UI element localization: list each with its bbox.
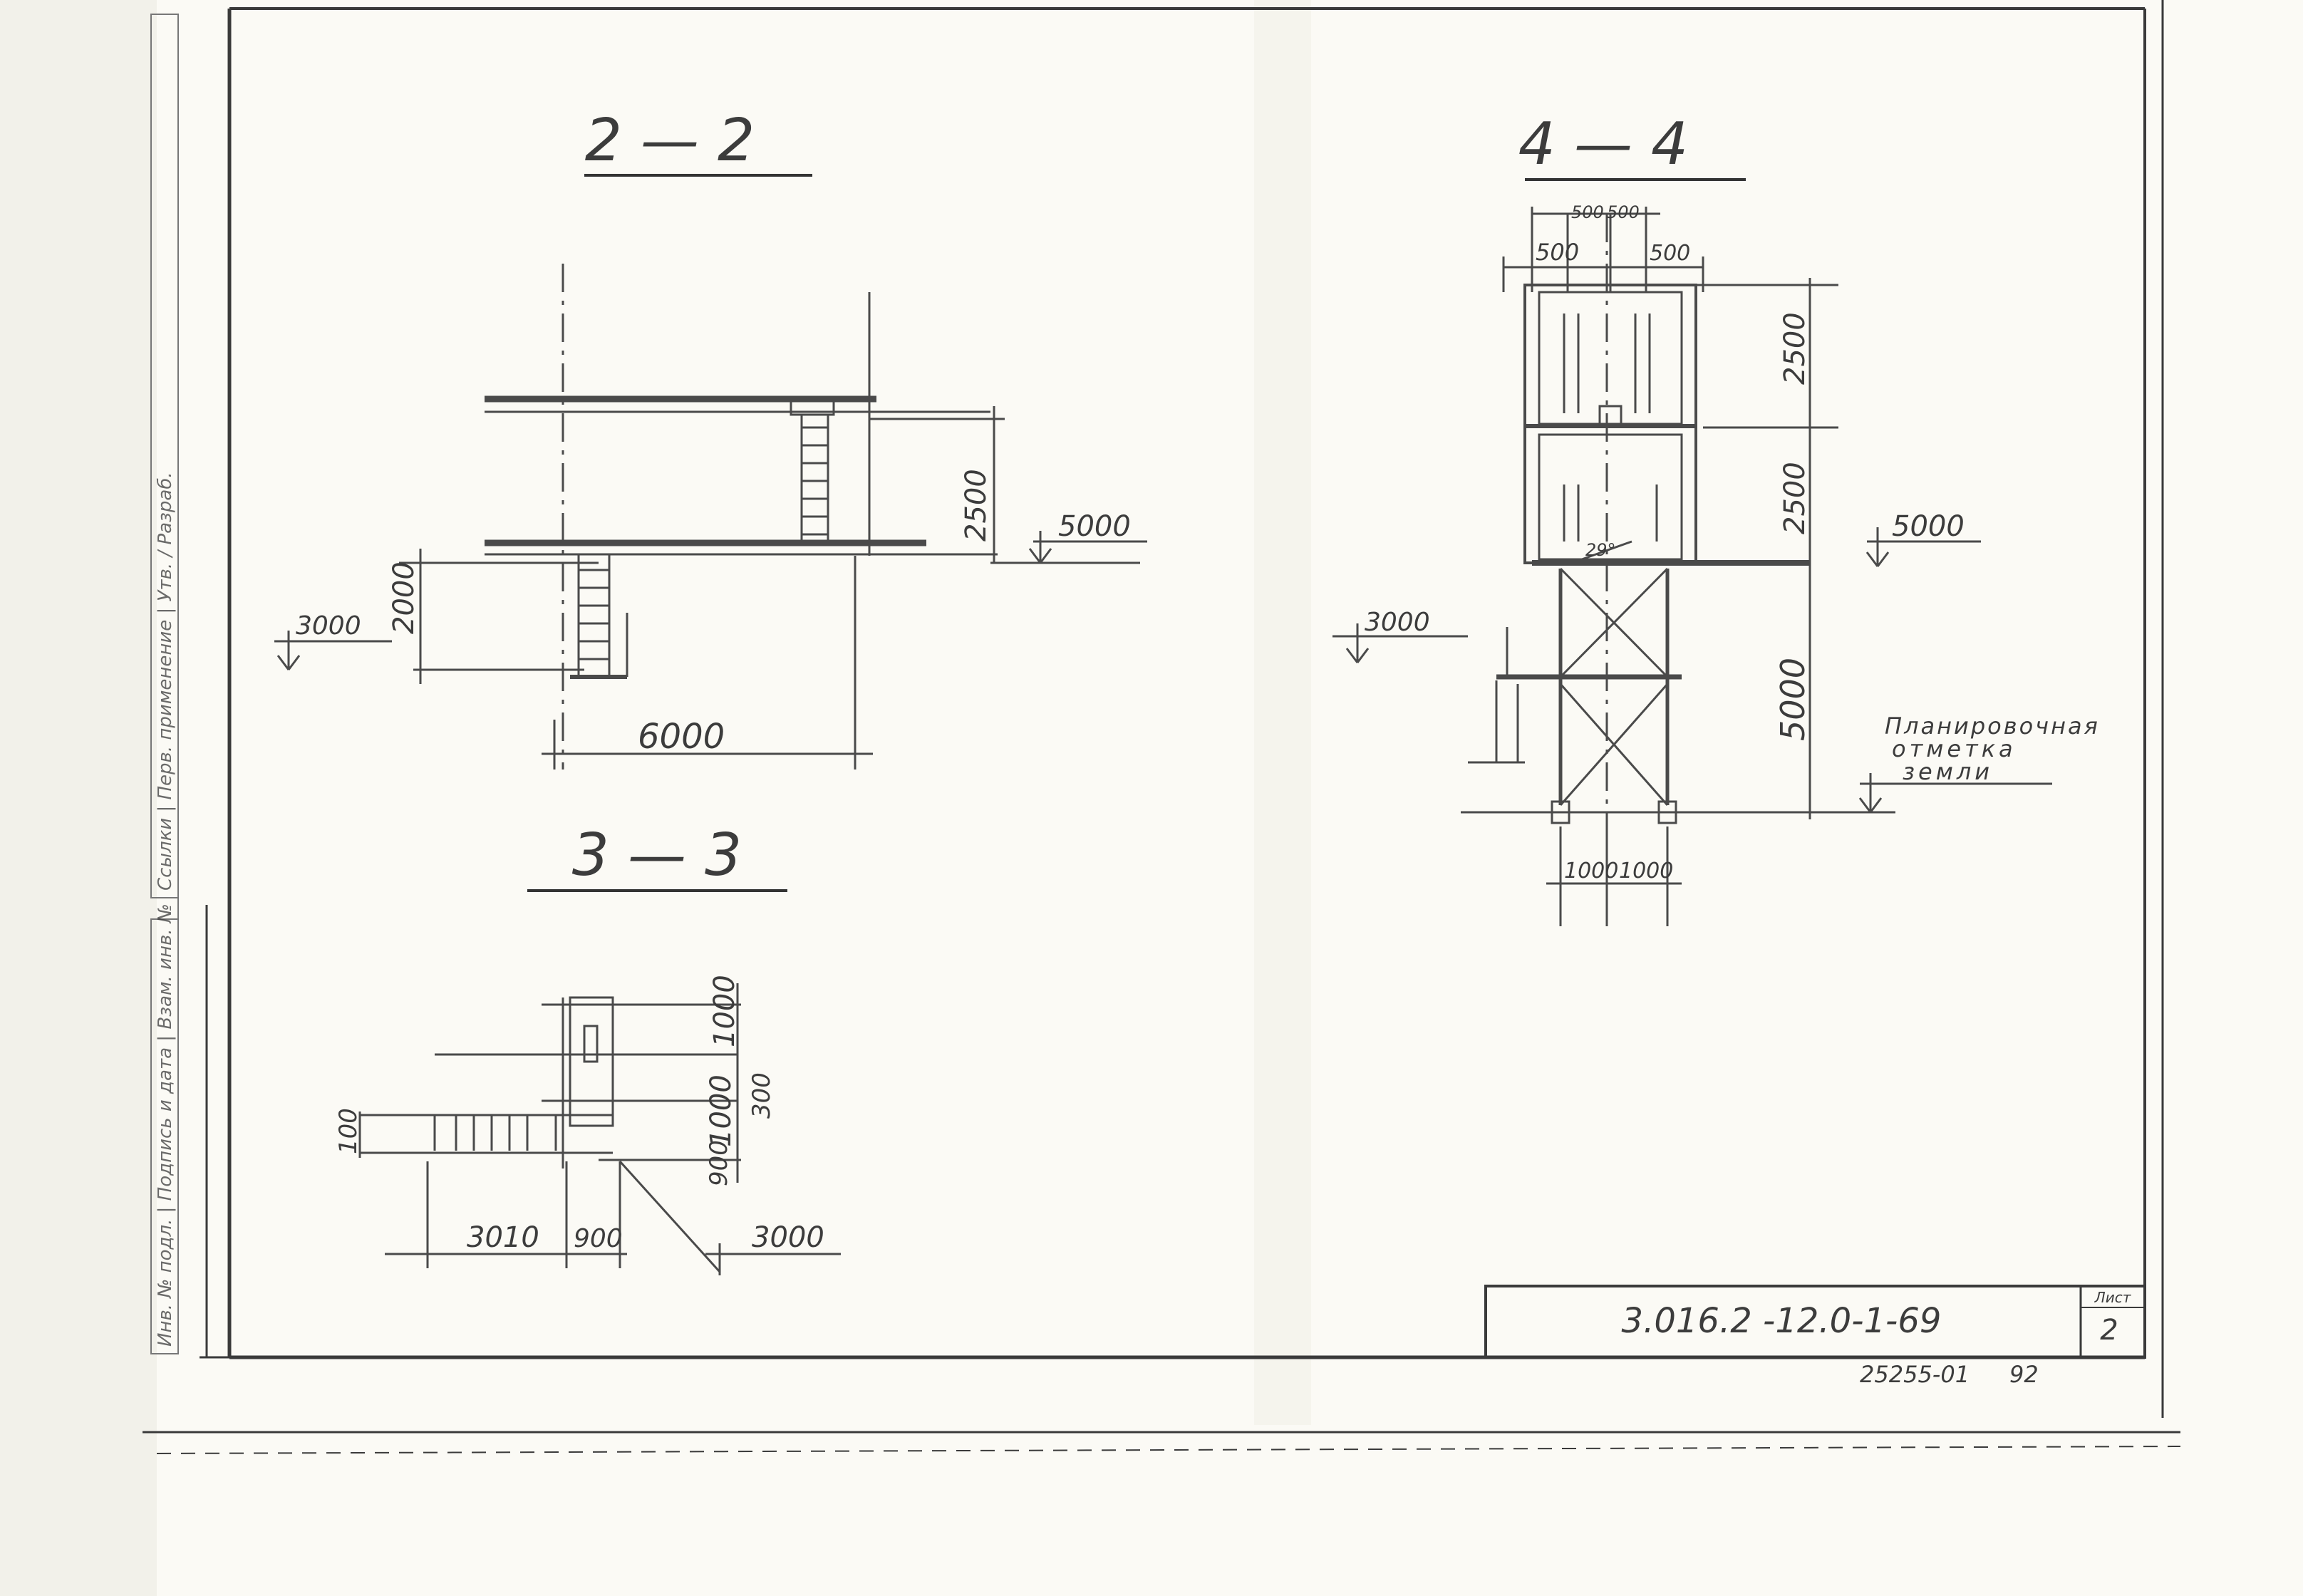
drawing-code: 3.016.2 -12.0-1-69 [1622, 1301, 1942, 1341]
s44-dim-level-upper: 5000 [1892, 510, 1965, 543]
s44-dim-top-outer-a: 500 [1536, 239, 1579, 266]
s44-dim-bottom-b: 1000 [1619, 859, 1673, 884]
s44-dim-level-left: 3000 [1365, 608, 1430, 637]
s33-dim-level: 3000 [752, 1221, 824, 1254]
section-4-4: 4 — 4 [1332, 110, 2100, 926]
s33-dim-h-left: 3010 [467, 1221, 539, 1254]
s44-dim-h-mid: 2500 [1779, 462, 1811, 534]
section-4-4-title: 4 — 4 [1518, 110, 1688, 178]
s44-dim-top-inner-a: 500 [1571, 202, 1604, 222]
s33-dim-v-small: 300 [747, 1072, 776, 1119]
left-margin-lower-text: Инв. № подл. | Подпись и дата | Взам. ин… [155, 903, 176, 1347]
s44-dim-h-lower: 5000 [1774, 658, 1812, 741]
s33-dim-v-left: 900 [705, 1140, 733, 1186]
s44-dim-h-upper: 2500 [1779, 312, 1811, 385]
s44-dim-angle: 29° [1585, 540, 1616, 560]
s33-dim-v-mid: 1000 [705, 1074, 738, 1147]
ground-label-line-1: Планировочная [1885, 712, 2100, 740]
section-3-3-title: 3 — 3 [572, 822, 742, 889]
s33-dim-v-top: 1000 [708, 975, 741, 1047]
ground-level-label: Планировочная отметка земли [1885, 712, 2100, 785]
ground-label-line-2: отметка [1892, 735, 2017, 762]
ground-label-line-3: земли [1903, 758, 1993, 785]
footer-stamp: 25255-01 92 [1860, 1361, 2039, 1388]
s22-dim-h-lower: 2000 [388, 561, 420, 634]
title-block: 3.016.2 -12.0-1-69 Лист 2 [1484, 1285, 2146, 1359]
s22-dim-level-lower: 3000 [296, 611, 361, 641]
inventory-number: 25255-01 [1860, 1361, 1970, 1388]
s33-dim-h-left-small: 100 [334, 1108, 363, 1154]
s44-dim-top-inner-b: 500 [1607, 202, 1640, 222]
sheet-label: Лист [2094, 1289, 2132, 1306]
section-2-2: 2 — 2 [274, 107, 1147, 770]
left-margin-strip: Ссылки | Перв. применение | Утв. / Разра… [150, 14, 179, 1354]
section-2-2-title: 2 — 2 [585, 107, 755, 175]
s22-dim-level-upper: 5000 [1058, 510, 1131, 543]
s22-dim-span: 6000 [638, 717, 725, 757]
left-margin-upper-text: Ссылки | Перв. применение | Утв. / Разра… [155, 472, 176, 891]
section-3-3: 3 — 3 1000 300 [334, 822, 841, 1275]
s44-dim-top-outer-b: 500 [1650, 241, 1690, 266]
s22-dim-h-upper: 2500 [960, 469, 993, 542]
page-number: 92 [2009, 1361, 2039, 1388]
sheet-number: 2 [2100, 1314, 2118, 1347]
s33-dim-h-mid: 900 [574, 1224, 623, 1253]
s44-dim-bottom-a: 1000 [1564, 859, 1618, 884]
